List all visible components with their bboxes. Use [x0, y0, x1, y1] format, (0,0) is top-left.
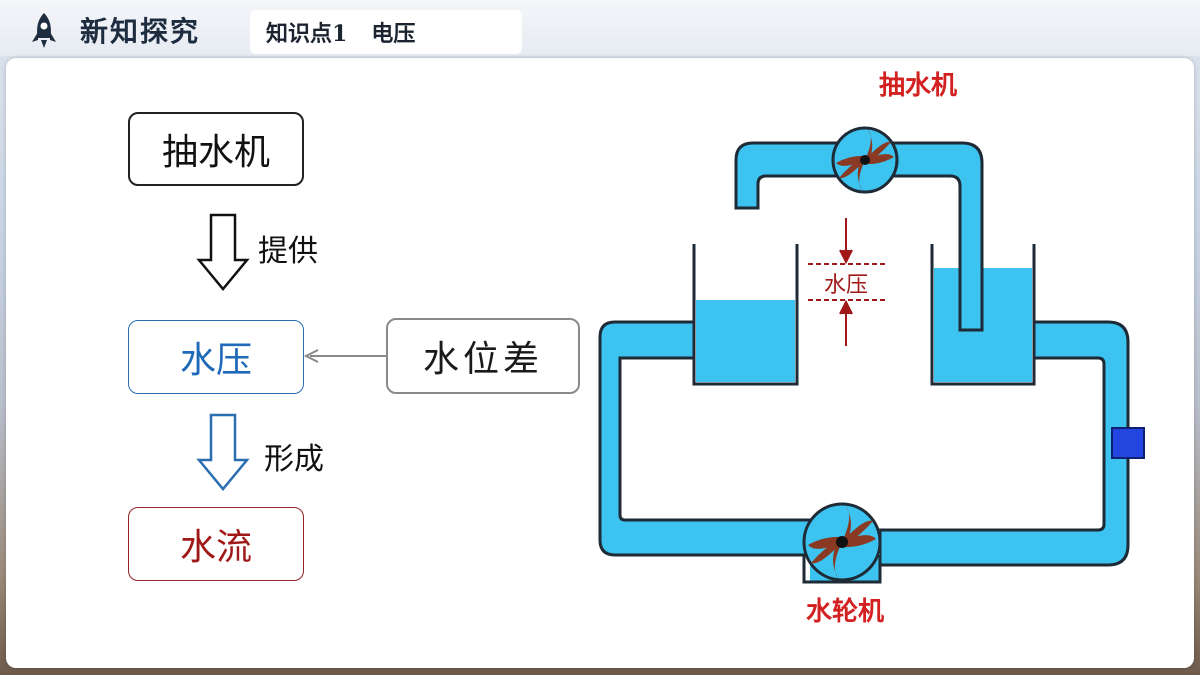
form-arrow: [196, 413, 250, 491]
left-tank: [692, 244, 799, 386]
pump-wheel: [831, 126, 899, 194]
turbine-label: 水轮机: [806, 597, 884, 627]
section-title: 新知探究: [80, 15, 201, 48]
water-level-difference-box: 水位差: [386, 318, 580, 394]
knowledge-point-number: 知识点1: [266, 21, 348, 47]
pump-label: 抽水机: [879, 71, 957, 101]
return-pipe: [598, 320, 812, 557]
provide-arrow: [196, 213, 250, 291]
right-tank: [930, 244, 1036, 386]
valve: [1111, 427, 1145, 459]
pressure-label: 水压: [824, 273, 868, 298]
provide-label: 提供: [258, 234, 318, 269]
knowledge-point-tag: 知识点1 电压: [250, 10, 522, 54]
water-flow-box: 水流: [128, 507, 304, 581]
water-pressure-box: 水压: [128, 320, 304, 394]
rocket-icon: [32, 13, 56, 48]
header-bar: 新知探究 知识点1 电压: [0, 0, 1200, 56]
top-pipe: [734, 141, 984, 332]
level-to-pressure-arrow: [303, 349, 386, 363]
topic-title: 电压: [371, 21, 416, 47]
pump-box: 抽水机: [128, 112, 304, 186]
pressure-indicator: [808, 218, 886, 346]
form-label: 形成: [264, 442, 324, 477]
turbine-wheel: [802, 502, 882, 584]
